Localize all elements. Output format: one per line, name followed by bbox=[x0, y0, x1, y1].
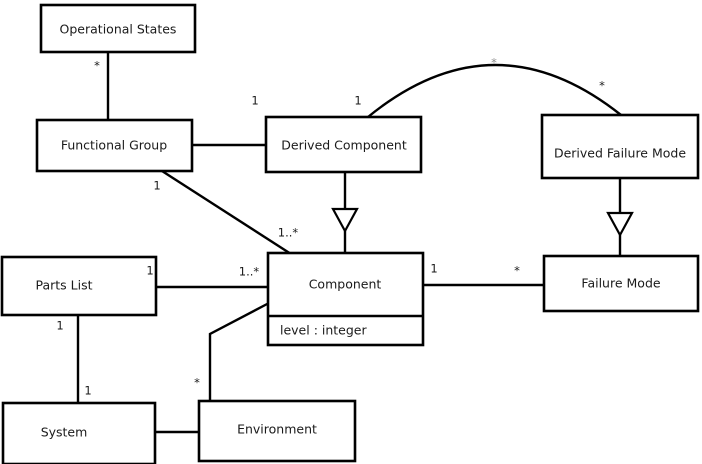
multiplicity-label: 1 bbox=[84, 384, 91, 398]
class-operational-states[interactable]: Operational States bbox=[39, 3, 197, 54]
class-name-functional-group: Functional Group bbox=[61, 138, 167, 153]
class-box-failure-mode[interactable] bbox=[542, 254, 700, 313]
class-box-derived-component[interactable] bbox=[264, 115, 423, 174]
class-name-component: Component bbox=[309, 277, 382, 292]
class-name-failure-mode: Failure Mode bbox=[581, 276, 660, 291]
assoc-component-environment bbox=[208, 301, 270, 401]
multiplicity-label: 1 bbox=[146, 264, 153, 278]
class-system[interactable]: System bbox=[1, 401, 157, 464]
class-environment[interactable]: Environment bbox=[197, 399, 357, 463]
class-box-parts-list[interactable] bbox=[0, 255, 158, 317]
class-name-system: System bbox=[41, 425, 88, 440]
generalization-triangle-component bbox=[331, 207, 359, 234]
class-name-operational-states: Operational States bbox=[60, 22, 177, 37]
class-box-component[interactable] bbox=[266, 251, 425, 347]
class-parts-list[interactable]: Parts List bbox=[0, 255, 158, 317]
generalization-triangle-failure-mode bbox=[606, 211, 634, 238]
association-layer bbox=[76, 52, 634, 434]
class-name-derived-failure-mode: Derived Failure Mode bbox=[554, 146, 686, 161]
multiplicity-label: 1 bbox=[56, 319, 63, 333]
class-name-derived-component: Derived Component bbox=[281, 138, 407, 153]
multiplicity-label: * bbox=[94, 59, 100, 73]
assoc-functional-group-component bbox=[161, 169, 292, 256]
class-box-environment[interactable] bbox=[197, 399, 357, 463]
class-box-derived-failure-mode[interactable] bbox=[540, 113, 700, 180]
multiplicity-label: 1 bbox=[430, 262, 437, 276]
class-attribute-component-level: level : integer bbox=[280, 323, 367, 338]
assoc-derived-component-derived-failure-mode bbox=[367, 63, 622, 118]
class-component[interactable]: Component level : integer bbox=[266, 251, 425, 347]
multiplicity-layer: * 1 1 1..* 1 * * 1 1..* 1 * 1 1 * bbox=[56, 56, 605, 398]
class-box-system[interactable] bbox=[1, 401, 157, 464]
multiplicity-label: * bbox=[194, 376, 200, 390]
multiplicity-label: 1..* bbox=[239, 265, 260, 279]
class-name-parts-list: Parts List bbox=[35, 278, 92, 293]
class-box-functional-group[interactable] bbox=[35, 118, 194, 173]
multiplicity-label: * bbox=[514, 264, 520, 278]
multiplicity-label: 1 bbox=[153, 179, 160, 193]
class-failure-mode[interactable]: Failure Mode bbox=[542, 254, 700, 313]
class-functional-group[interactable]: Functional Group bbox=[35, 118, 194, 173]
class-derived-failure-mode[interactable]: Derived Failure Mode bbox=[540, 113, 700, 180]
class-derived-component[interactable]: Derived Component bbox=[264, 115, 423, 174]
multiplicity-label: * bbox=[491, 56, 497, 70]
class-box-operational-states[interactable] bbox=[39, 3, 197, 54]
multiplicity-label: * bbox=[599, 79, 605, 93]
multiplicity-label: 1..* bbox=[278, 226, 299, 240]
multiplicity-label: 1 bbox=[251, 94, 258, 108]
class-name-environment: Environment bbox=[237, 422, 317, 437]
multiplicity-label: 1 bbox=[354, 94, 361, 108]
